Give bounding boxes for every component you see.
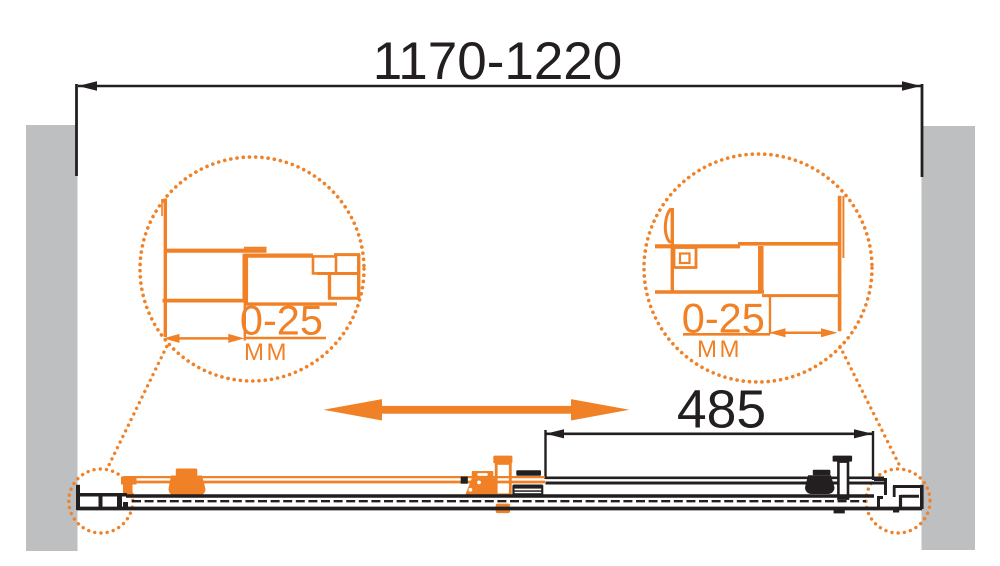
svg-text:1170-1220: 1170-1220 <box>373 32 623 91</box>
svg-text:0-25: 0-25 <box>682 295 765 342</box>
svg-text:MM: MM <box>697 336 742 363</box>
svg-text:MM: MM <box>244 339 289 366</box>
svg-text:0-25: 0-25 <box>240 297 323 344</box>
svg-text:485: 485 <box>677 381 766 440</box>
